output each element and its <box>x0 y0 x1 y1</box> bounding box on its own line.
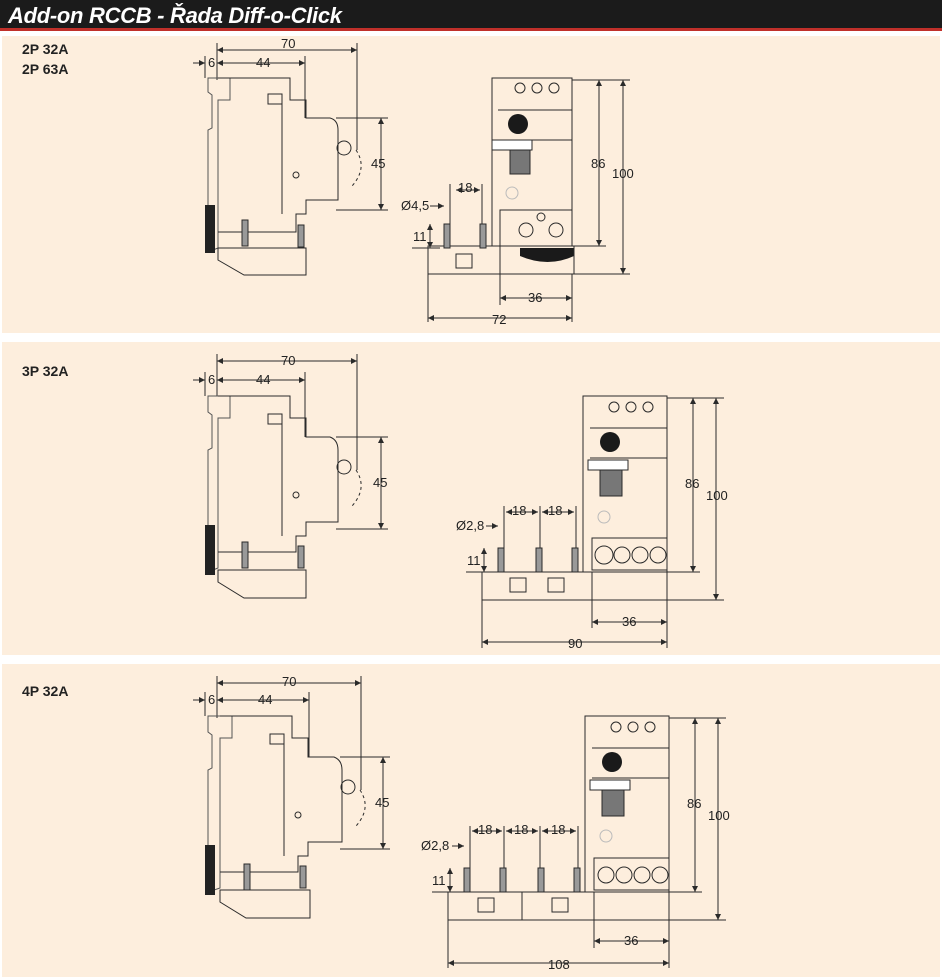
front-view-4p <box>432 715 726 968</box>
panel-label: 2P 32A <box>22 41 69 57</box>
dim-pitch: 18 <box>551 822 565 837</box>
dim-pole-width: 36 <box>622 614 636 629</box>
side-view-3p <box>193 354 388 599</box>
panel-label: 2P 63A <box>22 61 69 77</box>
side-view-4p <box>193 676 390 919</box>
dim-hole-diameter: Ø4,5 <box>401 198 429 213</box>
dim-front-height: 45 <box>371 156 385 171</box>
dim-total-width: 90 <box>568 636 582 651</box>
dim-front-height: 45 <box>375 795 389 810</box>
dim-body-depth: 44 <box>258 692 272 707</box>
front-view-3p <box>466 395 724 648</box>
dim-total-width: 108 <box>548 957 570 972</box>
dim-body-depth: 44 <box>256 55 270 70</box>
dim-height-total: 100 <box>706 488 728 503</box>
dim-pitch: 18 <box>548 503 562 518</box>
dim-rail-offset: 6 <box>208 372 215 387</box>
dim-height-total: 100 <box>708 808 730 823</box>
dim-pitch: 18 <box>458 180 472 195</box>
dim-rail-offset: 6 <box>208 692 215 707</box>
panel-2p: 2P 32A 2P 63A <box>2 36 940 333</box>
side-view-2p <box>193 43 388 276</box>
page-title: Add-on RCCB - Řada Diff-o-Click <box>8 3 342 28</box>
dim-pin-height: 11 <box>467 553 481 568</box>
dim-overall-depth: 70 <box>282 674 296 689</box>
dim-pole-width: 36 <box>528 290 542 305</box>
dim-pin-height: 11 <box>432 873 446 888</box>
panel-3p: 3P 32A <box>2 342 940 655</box>
dim-pole-width: 36 <box>624 933 638 948</box>
dim-height-inner: 86 <box>685 476 699 491</box>
dim-body-depth: 44 <box>256 372 270 387</box>
dim-height-inner: 86 <box>591 156 605 171</box>
dim-pin-height: 11 <box>413 229 427 244</box>
dim-overall-depth: 70 <box>281 353 295 368</box>
dim-rail-offset: 6 <box>208 55 215 70</box>
front-view-2p <box>412 77 630 322</box>
dim-overall-depth: 70 <box>281 36 295 51</box>
dim-hole-diameter: Ø2,8 <box>456 518 484 533</box>
dim-height-inner: 86 <box>687 796 701 811</box>
title-bar: Add-on RCCB - Řada Diff-o-Click <box>0 0 942 31</box>
dim-pitch: 18 <box>514 822 528 837</box>
dim-hole-diameter: Ø2,8 <box>421 838 449 853</box>
panel-label: 3P 32A <box>22 363 69 379</box>
dim-pitch: 18 <box>512 503 526 518</box>
panel-4p: 4P 32A <box>2 664 940 977</box>
dim-pitch: 18 <box>478 822 492 837</box>
dim-front-height: 45 <box>373 475 387 490</box>
panel-label: 4P 32A <box>22 683 69 699</box>
dim-total-width: 72 <box>492 312 506 327</box>
dim-height-total: 100 <box>612 166 634 181</box>
